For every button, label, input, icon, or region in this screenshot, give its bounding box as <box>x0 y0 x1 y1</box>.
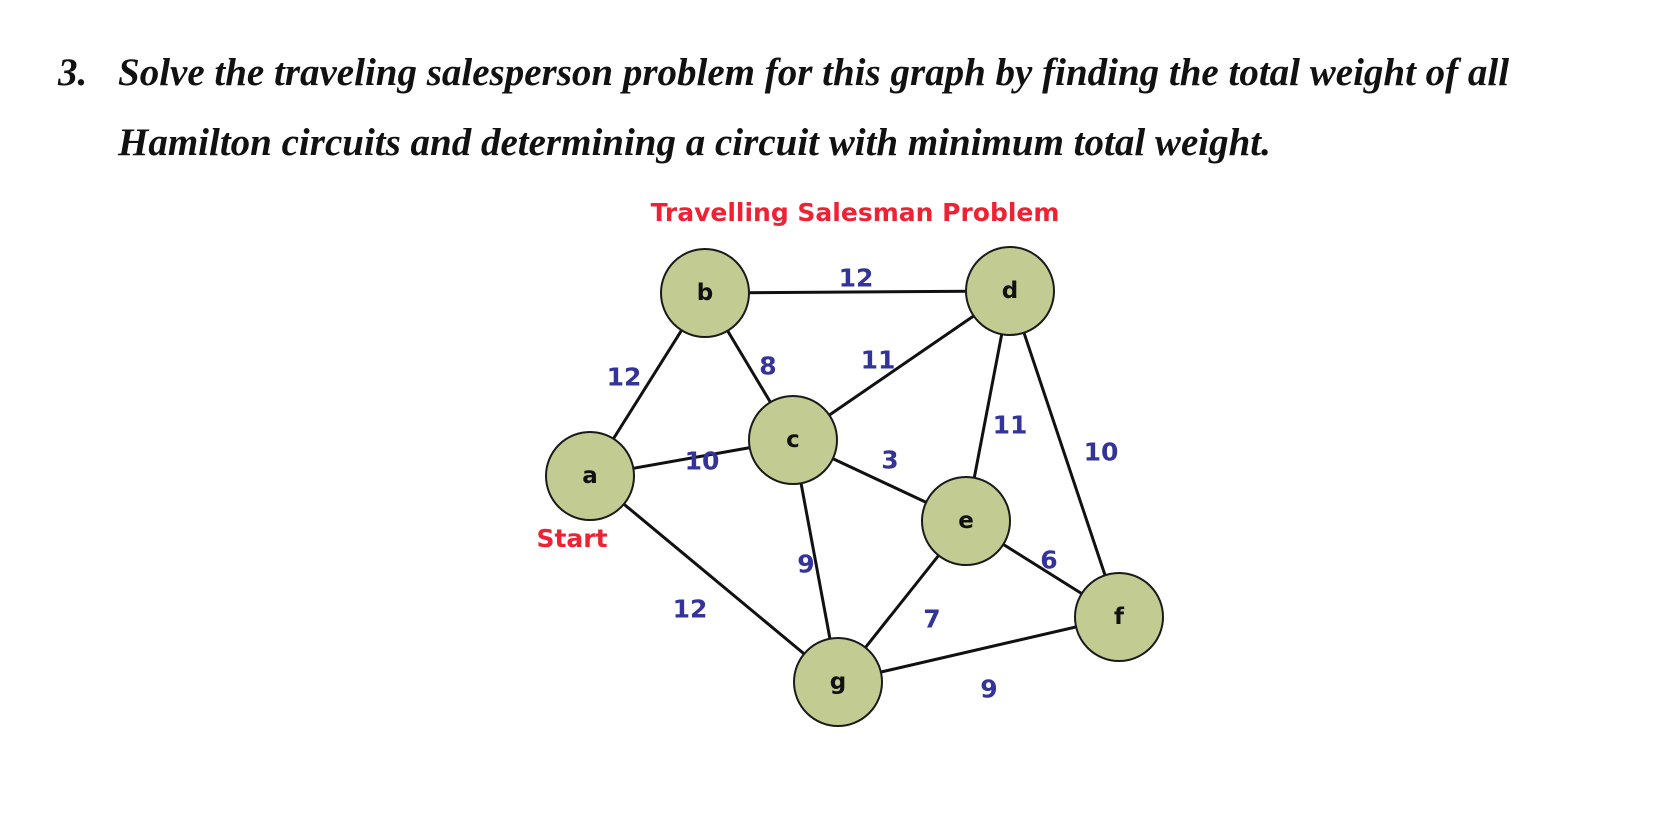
question-line-1: Solve the traveling salesperson problem … <box>118 51 1510 94</box>
node-e: e <box>921 476 1011 566</box>
edge-weight-e-f: 6 <box>1040 546 1057 575</box>
question-number: 3. <box>58 51 88 94</box>
node-circle-d <box>965 246 1055 336</box>
nodes-layer: a b c d e f g <box>545 246 1164 727</box>
node-c: c <box>748 395 838 485</box>
node-circle-g <box>793 637 883 727</box>
question-text: 3. Solve the traveling salesperson proble… <box>58 38 1618 178</box>
node-f: f <box>1074 572 1164 662</box>
node-label-f: f <box>1114 604 1125 630</box>
edge-weight-a-b: 12 <box>607 363 642 392</box>
edge-weight-c-g: 9 <box>797 550 814 579</box>
edge-d-f <box>1008 290 1121 618</box>
edge-weight-g-f: 9 <box>980 675 997 704</box>
node-label-b: b <box>697 280 713 306</box>
node-g: g <box>793 637 883 727</box>
edge-weight-e-g: 7 <box>923 605 940 634</box>
diagram-title: Travelling Salesman Problem <box>651 198 1060 227</box>
edge-weight-a-g: 12 <box>673 595 708 624</box>
node-circle-e <box>921 476 1011 566</box>
node-b: b <box>660 248 750 338</box>
edge-b-d <box>704 289 1011 295</box>
edge-g-f <box>837 615 1120 684</box>
question-line-2: Hamilton circuits and determining a circ… <box>118 121 1271 164</box>
edge-weight-d-f: 10 <box>1084 438 1119 467</box>
edges-layer <box>588 289 1121 684</box>
node-label-c: c <box>786 427 800 453</box>
node-circle-b <box>660 248 750 338</box>
node-a: a <box>545 431 635 521</box>
edge-weight-a-c: 10 <box>685 447 720 476</box>
edge-weight-c-e: 3 <box>881 446 898 475</box>
node-circle-c <box>748 395 838 485</box>
node-label-a: a <box>582 463 598 489</box>
node-label-d: d <box>1002 278 1018 304</box>
edge-weight-b-d: 12 <box>839 264 874 293</box>
start-label: Start <box>536 524 607 553</box>
node-d: d <box>965 246 1055 336</box>
node-circle-a <box>545 431 635 521</box>
edge-a-g <box>589 474 839 684</box>
weights-layer: 12 12 8 11 10 3 11 10 9 12 6 7 9 <box>607 264 1119 704</box>
edge-weight-d-e: 11 <box>993 411 1028 440</box>
node-circle-f <box>1074 572 1164 662</box>
edge-weight-c-d: 11 <box>861 346 896 375</box>
node-label-g: g <box>830 669 846 695</box>
node-label-e: e <box>958 508 974 534</box>
edge-weight-b-c: 8 <box>759 352 776 381</box>
